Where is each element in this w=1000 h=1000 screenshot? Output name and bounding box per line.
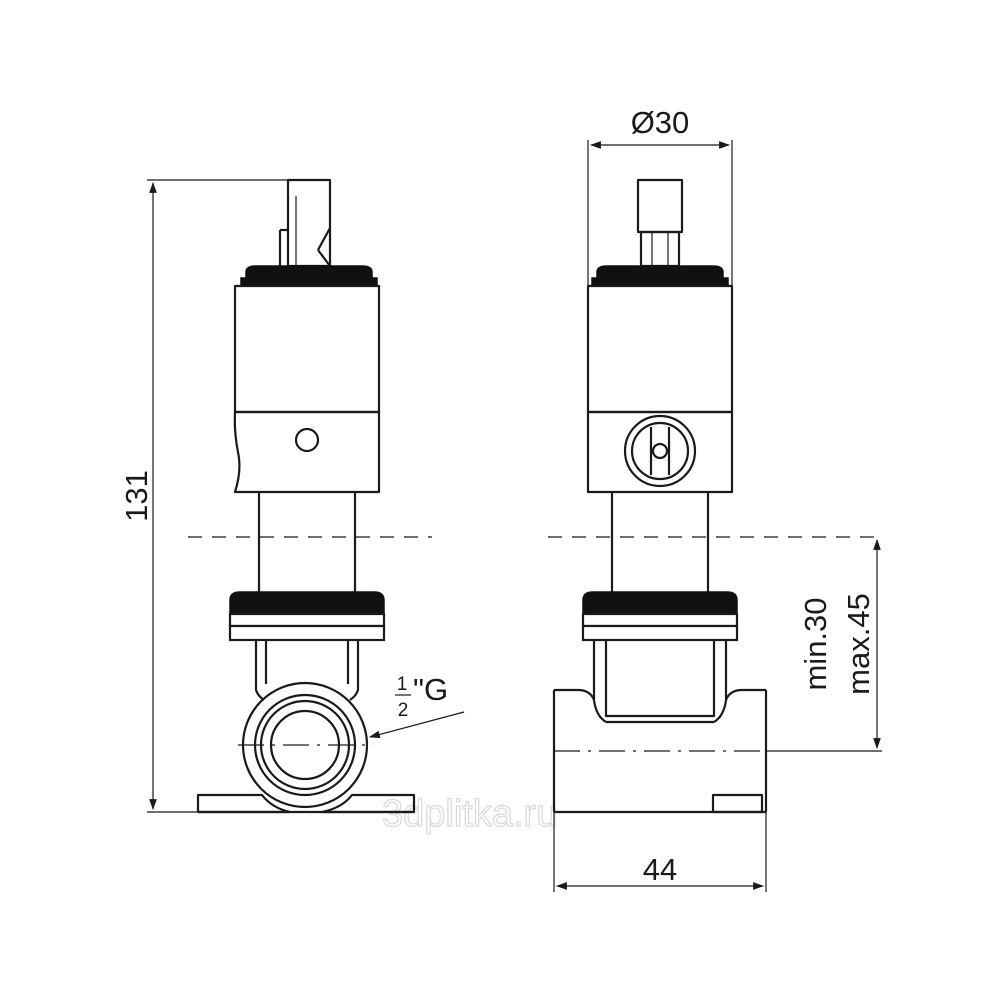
side-view	[196, 178, 416, 814]
diameter-dimension: Ø30	[587, 105, 733, 286]
pipe-connection-side	[238, 681, 372, 809]
upper-body-front	[586, 284, 734, 494]
housing-block-front	[552, 688, 768, 814]
spindle-side	[278, 178, 332, 268]
threaded-collar-front	[581, 591, 739, 642]
height-label: 131	[119, 470, 154, 522]
diameter-label: Ø30	[631, 105, 690, 140]
width-dimension: 44	[553, 812, 767, 892]
thread-suffix-label: "G	[413, 672, 448, 707]
thread-fraction-denominator: 2	[398, 700, 409, 721]
width-label: 44	[643, 852, 677, 887]
thread-callout: 1 2 "G	[368, 672, 465, 739]
cap-seal-front	[591, 265, 729, 287]
upper-body-side	[233, 284, 381, 494]
cap-seal-side	[240, 265, 378, 287]
indicator-hole-icon	[294, 427, 320, 453]
thread-fraction-numerator: 1	[397, 674, 408, 695]
stem-front	[610, 492, 710, 592]
height-dimension: 131	[119, 179, 290, 813]
threaded-collar-side	[228, 591, 386, 642]
bracket-front	[592, 640, 728, 724]
depth-min-label: min.30	[798, 597, 833, 690]
depth-max-label: max.45	[841, 593, 876, 695]
front-view	[552, 178, 768, 814]
bracket-side	[254, 640, 360, 701]
watermark-text: 3dplitka.ru	[382, 793, 557, 835]
indicator-knob-icon	[623, 414, 697, 488]
depth-dimension: min.30 max.45	[766, 538, 882, 752]
stem-side	[257, 492, 357, 592]
spindle-front	[636, 178, 684, 268]
base-plate-side	[196, 793, 416, 814]
